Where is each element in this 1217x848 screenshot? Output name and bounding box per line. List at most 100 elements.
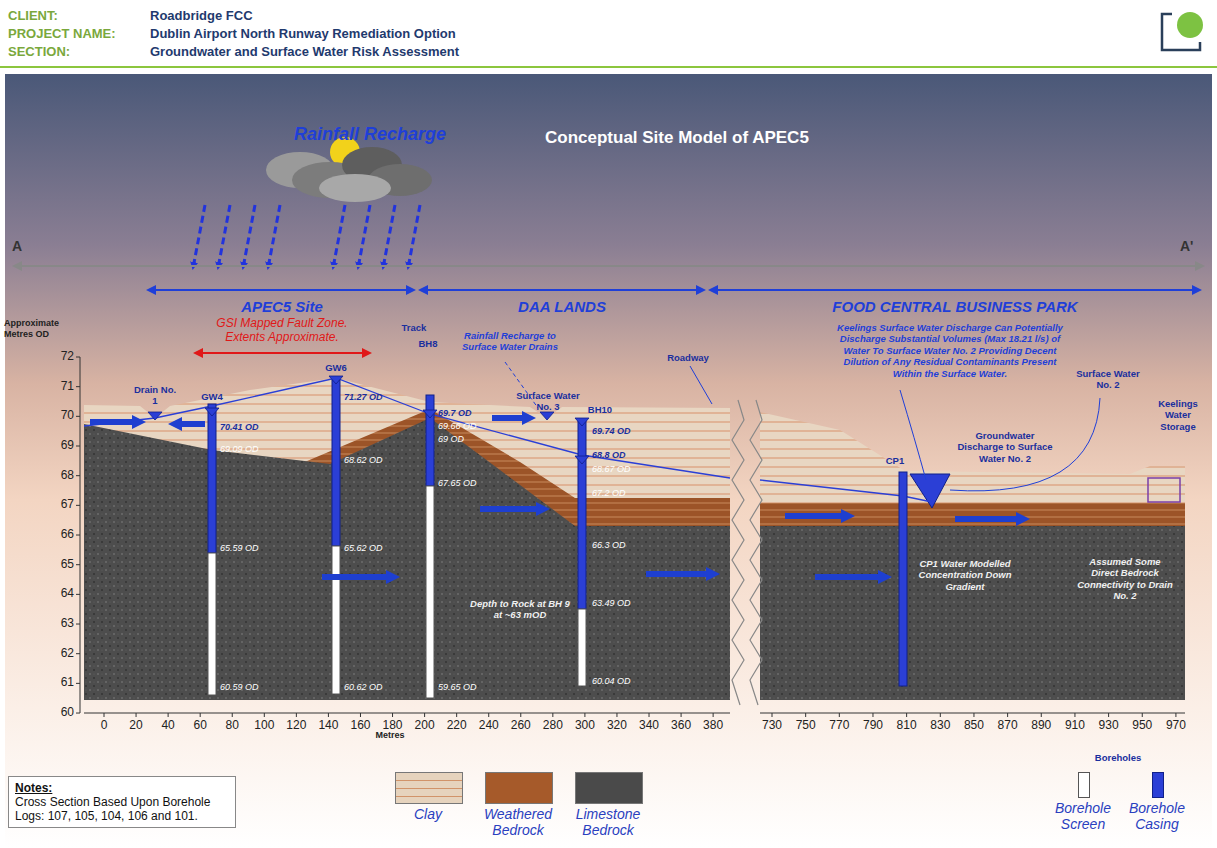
axis-number: 360 [666, 718, 696, 732]
elevation-label: 68.8 OD [592, 450, 652, 461]
axis-number: 950 [1127, 718, 1157, 732]
header-value: Groundwater and Surface Water Risk Asses… [150, 44, 750, 60]
zone-heading: APEC5 Site [182, 298, 382, 316]
legend-text: Limestone Bedrock [558, 806, 658, 838]
annotation: CP1 Water Modelled Concentration Down Gr… [910, 558, 1020, 592]
feature-label: Track [394, 322, 434, 333]
annotation: Keelings Surface Water Discharge Can Pot… [835, 322, 1065, 379]
elevation-label: 65.59 OD [220, 543, 280, 554]
elevation-label: 69 OD [438, 434, 498, 445]
axis-number: 80 [217, 718, 247, 732]
axis-title: Approximate Metres OD [4, 318, 76, 340]
elevation-label: 66.3 OD [592, 540, 652, 551]
feature-label: Surface Water No. 3 [513, 390, 583, 413]
axis-number: 770 [824, 718, 854, 732]
axis-number: 850 [959, 718, 989, 732]
axis-number: 64 [44, 586, 74, 600]
elevation-label: 67.2 OD [592, 488, 652, 499]
header-key: SECTION: [8, 44, 148, 60]
axis-number: 300 [570, 718, 600, 732]
axis-number: 240 [474, 718, 504, 732]
axis-number: 160 [345, 718, 375, 732]
legend-text: Weathered Bedrock [468, 806, 568, 838]
borehole-label: BH8 [414, 338, 442, 349]
axis-number: 100 [249, 718, 279, 732]
axis-number: 140 [313, 718, 343, 732]
axis-number: 830 [925, 718, 955, 732]
elevation-label: 69.66 OD [438, 421, 498, 432]
header-key: CLIENT: [8, 8, 148, 24]
elevation-label: 59.65 OD [438, 682, 498, 693]
legend-swatch [575, 772, 643, 804]
elevation-label: 60.04 OD [592, 676, 652, 687]
header-value: Roadbridge FCC [150, 8, 750, 24]
annotation: Rainfall Recharge to Surface Water Drain… [450, 330, 570, 353]
axis-number: 180 [378, 718, 408, 732]
axis-number: 66 [44, 527, 74, 541]
elevation-label: 70.41 OD [220, 422, 280, 433]
axis-number: 72 [44, 349, 74, 363]
axis-number: 120 [281, 718, 311, 732]
borehole-label: GW4 [195, 391, 229, 402]
axis-number: 68 [44, 468, 74, 482]
axis-number: 61 [44, 675, 74, 689]
legend-text: Borehole Casing [1107, 800, 1207, 832]
rainfall-label: Rainfall Recharge [260, 124, 480, 146]
elevation-label: 63.49 OD [592, 598, 652, 609]
axis-number: 40 [153, 718, 183, 732]
axis-number: 910 [1060, 718, 1090, 732]
axis-number: 71 [44, 379, 74, 393]
annotation: Assumed Some Direct Bedrock Connectivity… [1075, 556, 1175, 602]
legend-swatch [485, 772, 553, 804]
axis-number: 70 [44, 408, 74, 422]
axis-number: 810 [892, 718, 922, 732]
axis-number: 320 [602, 718, 632, 732]
axis-number: 260 [506, 718, 536, 732]
feature-label: Roadway [658, 352, 718, 363]
elevation-label: 69.74 OD [592, 426, 652, 437]
axis-number: 200 [410, 718, 440, 732]
notes-body: Cross Section Based Upon Borehole Logs: … [15, 795, 229, 823]
feature-label: Drain No. 1 [132, 384, 178, 407]
axis-number: 62 [44, 646, 74, 660]
axis-number: 60 [185, 718, 215, 732]
axis-number: 890 [1026, 718, 1056, 732]
axis-number: 280 [538, 718, 568, 732]
axis-number: 870 [993, 718, 1023, 732]
elevation-label: 71.27 OD [344, 392, 404, 403]
zone-heading: FOOD CENTRAL BUSINESS PARK [795, 298, 1115, 316]
section-end: A' [1180, 238, 1206, 255]
legend-swatch [395, 772, 463, 804]
borehole-symbol [1078, 772, 1090, 798]
elevation-label: 69.7 OD [438, 408, 498, 419]
elevation-label: 65.62 OD [344, 543, 404, 554]
axis-number: 380 [698, 718, 728, 732]
axis-number: 65 [44, 557, 74, 571]
annotation: Depth to Rock at BH 9 at ~63 mOD [470, 598, 570, 621]
axis-number: 970 [1161, 718, 1191, 732]
elevation-label: 68.67 OD [592, 464, 652, 475]
legend-heading: Boreholes [1078, 752, 1158, 763]
notes-heading: Notes: [15, 781, 229, 795]
elevation-label: 68.62 OD [344, 455, 404, 466]
diagram-title: Conceptual Site Model of APEC5 [545, 128, 945, 148]
axis-number: 20 [121, 718, 151, 732]
header-value: Dublin Airport North Runway Remediation … [150, 26, 750, 42]
borehole-label: CP1 [882, 455, 908, 466]
axis-number: 0 [89, 718, 119, 732]
axis-number: 930 [1094, 718, 1124, 732]
legend-text: Clay [378, 806, 478, 822]
annotation: Groundwater Discharge to Surface Water N… [955, 430, 1055, 464]
axis-number: 63 [44, 616, 74, 630]
borehole-symbol [1152, 772, 1164, 798]
fault-label: GSI Mapped Fault Zone. Extents Approxima… [207, 316, 357, 345]
axis-number: 69 [44, 438, 74, 452]
notes-box: Notes:Cross Section Based Upon Borehole … [8, 776, 236, 828]
axis-number: 67 [44, 497, 74, 511]
feature-label: Keelings Water Storage [1149, 398, 1207, 432]
elevation-label: 60.59 OD [220, 682, 280, 693]
borehole-label: GW6 [319, 362, 353, 373]
axis-number: 340 [634, 718, 664, 732]
axis-number: 730 [757, 718, 787, 732]
